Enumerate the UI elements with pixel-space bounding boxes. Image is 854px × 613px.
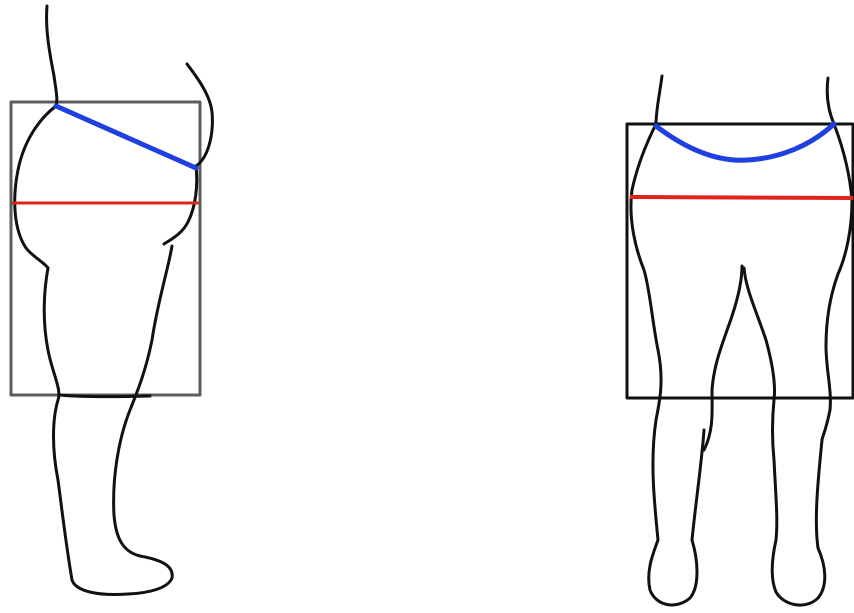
front-view-right-inner-contour: [744, 268, 825, 605]
side-view-knee-fold: [60, 395, 150, 397]
side-view-waist-line: [56, 106, 196, 168]
front-view-hip-line: [630, 197, 853, 198]
side-view-figure: [11, 6, 212, 594]
front-view-bounding-box: [627, 124, 853, 398]
side-view-belly-contour: [164, 64, 212, 244]
side-view-back-contour: [15, 6, 57, 268]
front-view-figure: [627, 76, 853, 605]
side-view-back-leg-contour: [44, 246, 172, 594]
front-view-left-inner-contour: [704, 266, 742, 450]
front-view-left-outer-contour: [631, 76, 704, 605]
front-view-waist-curve: [656, 124, 834, 160]
